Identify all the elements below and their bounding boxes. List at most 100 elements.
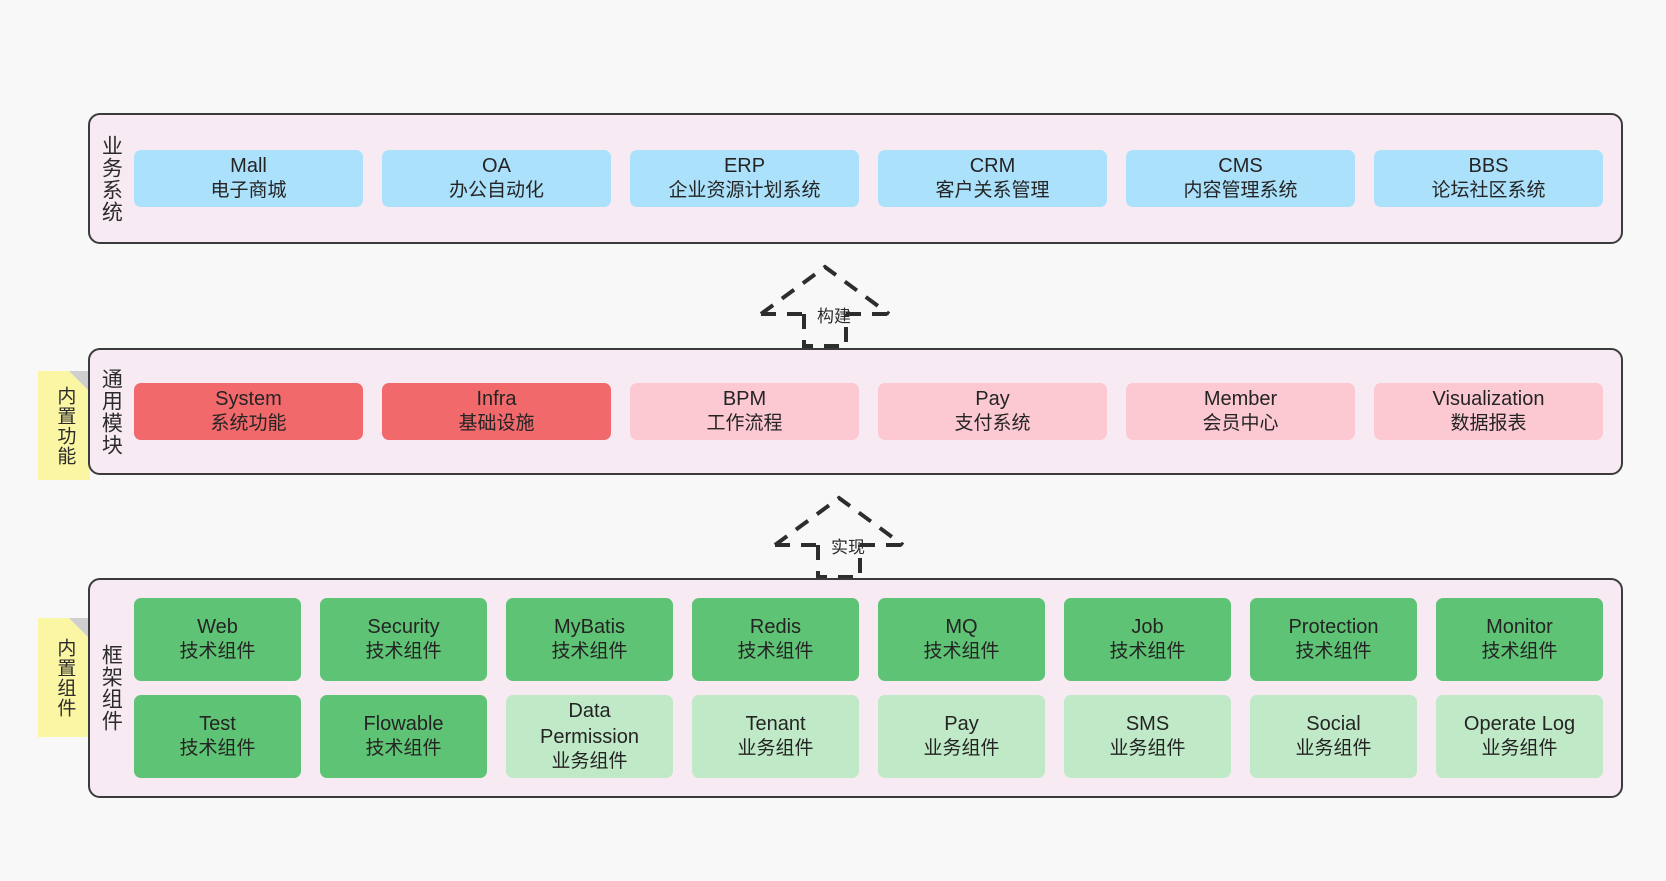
card-subtitle: 会员中心: [1202, 413, 1279, 435]
card-system[interactable]: System 系统功能: [134, 382, 363, 441]
card-title: Monitor: [1486, 615, 1553, 638]
card-subtitle: 业务组件: [551, 750, 628, 772]
layer-body-business-system: Mall 电子商城 OA 办公自动化 ERP 企业资源计划系统 CRM 客户关系…: [130, 115, 1621, 242]
card-title: Member: [1203, 387, 1278, 410]
card-subtitle: 技术组件: [1481, 641, 1558, 663]
card-subtitle: 技术组件: [1109, 641, 1186, 663]
layer-common-module: 通用模块 System 系统功能 Infra 基础设施 BPM 工作流程 Pay…: [88, 348, 1623, 475]
card-pay-business[interactable]: Pay 业务组件: [878, 695, 1045, 778]
card-title: Redis: [749, 615, 802, 638]
card-title: Mall: [230, 154, 267, 177]
card-title: Job: [1131, 615, 1164, 638]
note-fold-icon: [69, 618, 90, 639]
layer-title-business-system: 业务系统: [99, 134, 123, 223]
card-subtitle: 客户关系管理: [935, 180, 1050, 202]
card-bpm[interactable]: BPM 工作流程: [630, 382, 859, 441]
card-title: Security: [367, 615, 440, 638]
card-subtitle: 业务组件: [1109, 738, 1186, 760]
connector-label-implement: 实现: [831, 538, 865, 557]
card-bbs[interactable]: BBS 论坛社区系统: [1374, 149, 1603, 208]
card-subtitle: 业务组件: [1481, 738, 1558, 760]
card-mybatis[interactable]: MyBatis 技术组件: [506, 598, 673, 681]
note-builtin-function: 内置功能: [38, 371, 90, 480]
card-flowable[interactable]: Flowable 技术组件: [320, 695, 487, 778]
card-title: Social: [1306, 712, 1361, 735]
layer-framework-component: 框架组件 Web 技术组件 Security 技术组件 MyBatis 技术组件…: [88, 578, 1623, 798]
card-monitor[interactable]: Monitor 技术组件: [1436, 598, 1603, 681]
card-title: ERP: [723, 154, 766, 177]
card-social[interactable]: Social 业务组件: [1250, 695, 1417, 778]
card-oa[interactable]: OA 办公自动化: [382, 149, 611, 208]
connector-implement: 实现: [771, 493, 919, 579]
card-subtitle: 技术组件: [923, 641, 1000, 663]
card-title: Tenant: [745, 712, 806, 735]
card-title: Pay: [944, 712, 979, 735]
card-title: Protection: [1288, 615, 1379, 638]
card-title: Test: [199, 712, 236, 735]
layer-body-framework-component: Web 技术组件 Security 技术组件 MyBatis 技术组件 Redi…: [130, 580, 1621, 796]
card-title: MyBatis: [553, 615, 626, 638]
card-subtitle: 系统功能: [210, 413, 287, 435]
card-mq[interactable]: MQ 技术组件: [878, 598, 1045, 681]
card-visualization[interactable]: Visualization 数据报表: [1374, 382, 1603, 441]
card-member[interactable]: Member 会员中心: [1126, 382, 1355, 441]
card-operate-log[interactable]: Operate Log 业务组件: [1436, 695, 1603, 778]
card-row: Test 技术组件 Flowable 技术组件 Data Permission …: [134, 695, 1603, 778]
card-test[interactable]: Test 技术组件: [134, 695, 301, 778]
card-subtitle: 办公自动化: [448, 180, 544, 202]
card-title: Visualization: [1432, 387, 1545, 410]
card-subtitle: 技术组件: [365, 738, 442, 760]
card-subtitle: 技术组件: [737, 641, 814, 663]
card-data-permission[interactable]: Data Permission 业务组件: [506, 695, 673, 778]
card-title: BBS: [1468, 154, 1509, 177]
card-subtitle: 技术组件: [179, 738, 256, 760]
card-subtitle: 论坛社区系统: [1431, 180, 1546, 202]
card-subtitle: 数据报表: [1450, 413, 1527, 435]
layer-title-framework-component: 框架组件: [99, 644, 123, 732]
note-label: 内置组件: [54, 637, 76, 718]
card-subtitle: 技术组件: [179, 641, 256, 663]
layer-title-common-module: 通用模块: [99, 367, 123, 456]
dashed-hollow-arrow-icon: [759, 264, 891, 348]
card-sms[interactable]: SMS 业务组件: [1064, 695, 1231, 778]
card-web[interactable]: Web 技术组件: [134, 598, 301, 681]
card-subtitle: 技术组件: [551, 641, 628, 663]
card-title: SMS: [1125, 712, 1170, 735]
card-subtitle: 技术组件: [1295, 641, 1372, 663]
note-label: 内置功能: [54, 385, 76, 466]
card-protection[interactable]: Protection 技术组件: [1250, 598, 1417, 681]
card-title: CMS: [1218, 154, 1263, 177]
card-subtitle: 业务组件: [923, 738, 1000, 760]
card-subtitle: 内容管理系统: [1183, 180, 1298, 202]
card-title: Infra: [476, 387, 517, 410]
card-title: Pay: [975, 387, 1010, 410]
card-title: Operate Log: [1463, 712, 1576, 735]
card-pay[interactable]: Pay 支付系统: [878, 382, 1107, 441]
card-row: Mall 电子商城 OA 办公自动化 ERP 企业资源计划系统 CRM 客户关系…: [134, 149, 1603, 208]
connector-label-build: 构建: [817, 307, 851, 326]
card-title: CRM: [969, 154, 1016, 177]
card-security[interactable]: Security 技术组件: [320, 598, 487, 681]
card-cms[interactable]: CMS 内容管理系统: [1126, 149, 1355, 208]
card-redis[interactable]: Redis 技术组件: [692, 598, 859, 681]
connector-build: 构建: [757, 262, 905, 348]
card-title: Flowable: [363, 712, 444, 735]
card-erp[interactable]: ERP 企业资源计划系统: [630, 149, 859, 208]
layer-body-common-module: System 系统功能 Infra 基础设施 BPM 工作流程 Pay 支付系统…: [130, 350, 1621, 473]
card-crm[interactable]: CRM 客户关系管理: [878, 149, 1107, 208]
card-row: Web 技术组件 Security 技术组件 MyBatis 技术组件 Redi…: [134, 598, 1603, 681]
note-builtin-component: 内置组件: [38, 618, 90, 737]
card-subtitle: 企业资源计划系统: [668, 180, 821, 202]
card-tenant[interactable]: Tenant 业务组件: [692, 695, 859, 778]
card-title: MQ: [945, 615, 978, 638]
card-subtitle: 业务组件: [1295, 738, 1372, 760]
card-title: Data Permission: [540, 700, 639, 748]
card-mall[interactable]: Mall 电子商城: [134, 149, 363, 208]
card-job[interactable]: Job 技术组件: [1064, 598, 1231, 681]
card-subtitle: 支付系统: [954, 413, 1031, 435]
card-subtitle: 基础设施: [458, 413, 535, 435]
card-subtitle: 业务组件: [737, 738, 814, 760]
card-subtitle: 电子商城: [210, 180, 287, 202]
layer-business-system: 业务系统 Mall 电子商城 OA 办公自动化 ERP 企业资源计划系统 CRM…: [88, 113, 1623, 244]
card-infra[interactable]: Infra 基础设施: [382, 382, 611, 441]
